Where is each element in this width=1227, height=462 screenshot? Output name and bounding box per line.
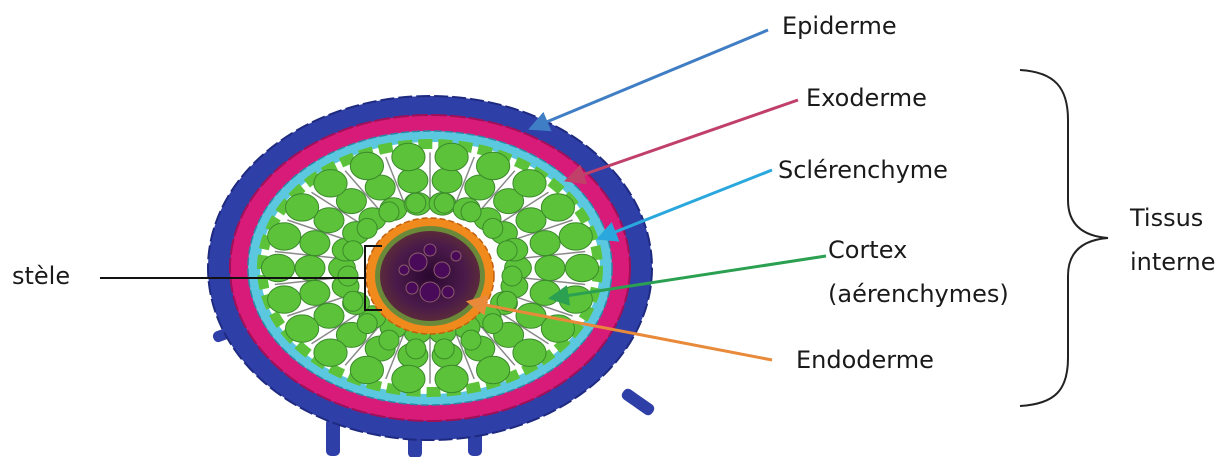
inner-cortex-cell	[357, 218, 377, 238]
cortex-cell	[286, 315, 319, 342]
inner-cortex-cell	[461, 202, 481, 222]
cortex-cell	[392, 365, 425, 392]
label-epiderme: Epiderme	[782, 12, 897, 40]
cortex-cell	[286, 194, 319, 221]
cortex-cell	[300, 231, 330, 256]
arrow-exoderme	[568, 100, 798, 180]
label-cortex-line2: (aérenchymes)	[828, 280, 1009, 308]
cortex-cell	[565, 254, 598, 281]
cortex-cell	[314, 170, 347, 197]
inner-cortex-cell	[343, 291, 363, 311]
inner-cortex-cell	[483, 314, 503, 334]
inner-cortex-cell	[502, 266, 522, 286]
cortex-cell	[295, 256, 325, 281]
inner-cortex-cell	[483, 218, 503, 238]
label-exoderme: Exoderme	[806, 84, 927, 112]
cortex-cell	[535, 256, 565, 281]
inner-cortex-cell	[461, 330, 481, 350]
inner-cortex-cell	[338, 266, 358, 286]
cortex-cell	[559, 286, 592, 313]
inner-cortex-cell	[406, 193, 426, 213]
cortex-cell	[477, 356, 510, 383]
arrow-epiderme	[532, 30, 768, 128]
cortex-cell	[541, 194, 574, 221]
cortex-cell	[432, 168, 462, 193]
inner-cortex-cell	[379, 202, 399, 222]
label-stele: stèle	[12, 262, 70, 290]
cortex-cell	[530, 231, 560, 256]
inner-cortex-cell	[343, 241, 363, 261]
cortex-cell	[559, 223, 592, 250]
label-tissus-line1: Tissus	[1130, 204, 1203, 232]
inner-cortex-cell	[379, 330, 399, 350]
cortex-cell	[268, 286, 301, 313]
cortex-cell	[477, 152, 510, 179]
tissus-curly-brace	[1020, 70, 1108, 406]
label-endoderme: Endoderme	[796, 346, 934, 374]
cortex-cell	[398, 168, 428, 193]
inner-cortex-cell	[497, 241, 517, 261]
label-sclerenchyme: Sclérenchyme	[778, 156, 948, 184]
cortex-cell	[435, 143, 468, 170]
cortex-cell	[435, 365, 468, 392]
label-cortex-line1: Cortex	[828, 236, 907, 264]
inner-cortex-cell	[406, 339, 426, 359]
cortex-cell	[314, 339, 347, 366]
cortex-cell	[513, 170, 546, 197]
stele-vessel	[451, 251, 461, 261]
inner-cortex-cell	[434, 339, 454, 359]
cortex-cell	[513, 339, 546, 366]
cortex-cell	[300, 280, 330, 305]
cortex-cell	[268, 223, 301, 250]
stele-vessel	[442, 286, 454, 298]
cortex-cell	[392, 143, 425, 170]
inner-cortex-cell	[434, 193, 454, 213]
stele-vessel	[434, 262, 450, 278]
inner-cortex-cell	[357, 314, 377, 334]
stele-vessel	[406, 282, 418, 294]
cortex-cell	[350, 152, 383, 179]
cortex-cell	[530, 280, 560, 305]
label-tissus-line2: interne	[1130, 248, 1215, 276]
stele-vessel	[424, 244, 436, 256]
stele-vessel	[399, 265, 409, 275]
stele-vessel	[420, 282, 440, 302]
cortex-cell	[350, 356, 383, 383]
stele-vessel	[409, 253, 427, 271]
